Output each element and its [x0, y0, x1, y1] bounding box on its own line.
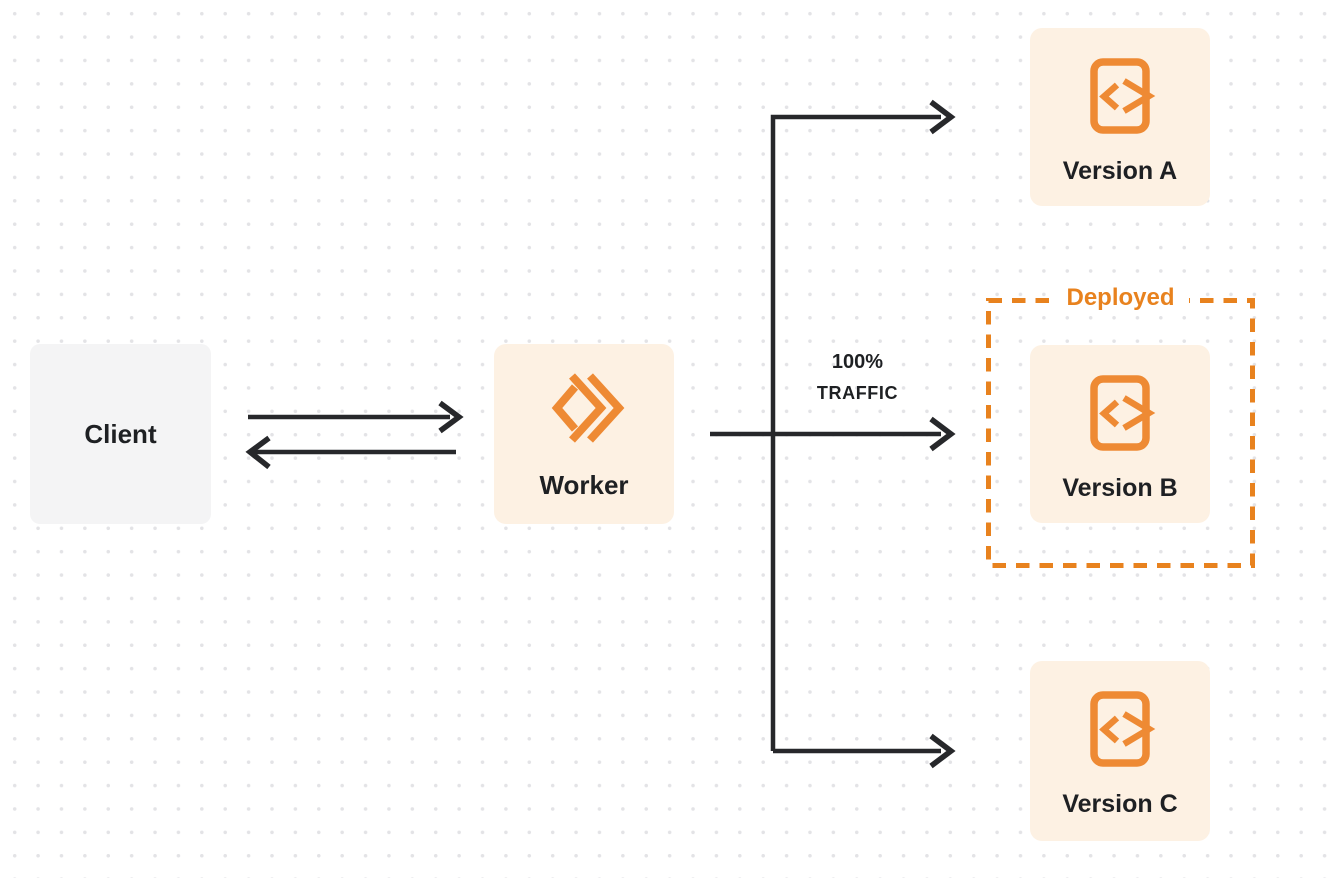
traffic-annotation: 100% TRAFFIC — [780, 351, 935, 403]
node-client: Client — [30, 344, 211, 524]
arrowhead-worker-to-client — [245, 435, 271, 470]
version-b-label: Version B — [1062, 474, 1178, 502]
arrowhead-client-to-worker — [438, 400, 464, 434]
code-file-icon — [1090, 691, 1156, 767]
arrowhead-version-c — [929, 733, 956, 769]
deployed-badge: Deployed — [1052, 282, 1189, 314]
version-c-label: Version C — [1062, 790, 1178, 818]
code-file-icon — [1090, 375, 1156, 451]
traffic-word: TRAFFIC — [816, 383, 899, 403]
version-a-label: Version A — [1062, 157, 1178, 185]
node-version-a: Version A — [1030, 28, 1210, 206]
node-version-b: Version B — [1030, 345, 1210, 523]
traffic-percent: 100% — [831, 351, 884, 373]
arrowhead-version-b — [929, 416, 956, 452]
deployed-dashed-border — [986, 298, 1255, 568]
deployed-group: Deployed — [986, 282, 1255, 568]
worker-label: Worker — [539, 470, 629, 500]
arrow-trunk-to-version-a — [770, 114, 941, 751]
node-worker: Worker — [494, 344, 674, 524]
workers-logo-icon — [551, 373, 625, 443]
node-version-c: Version C — [1030, 661, 1210, 841]
arrowhead-version-a — [929, 99, 956, 135]
code-file-icon — [1090, 58, 1156, 134]
client-label: Client — [84, 419, 157, 449]
